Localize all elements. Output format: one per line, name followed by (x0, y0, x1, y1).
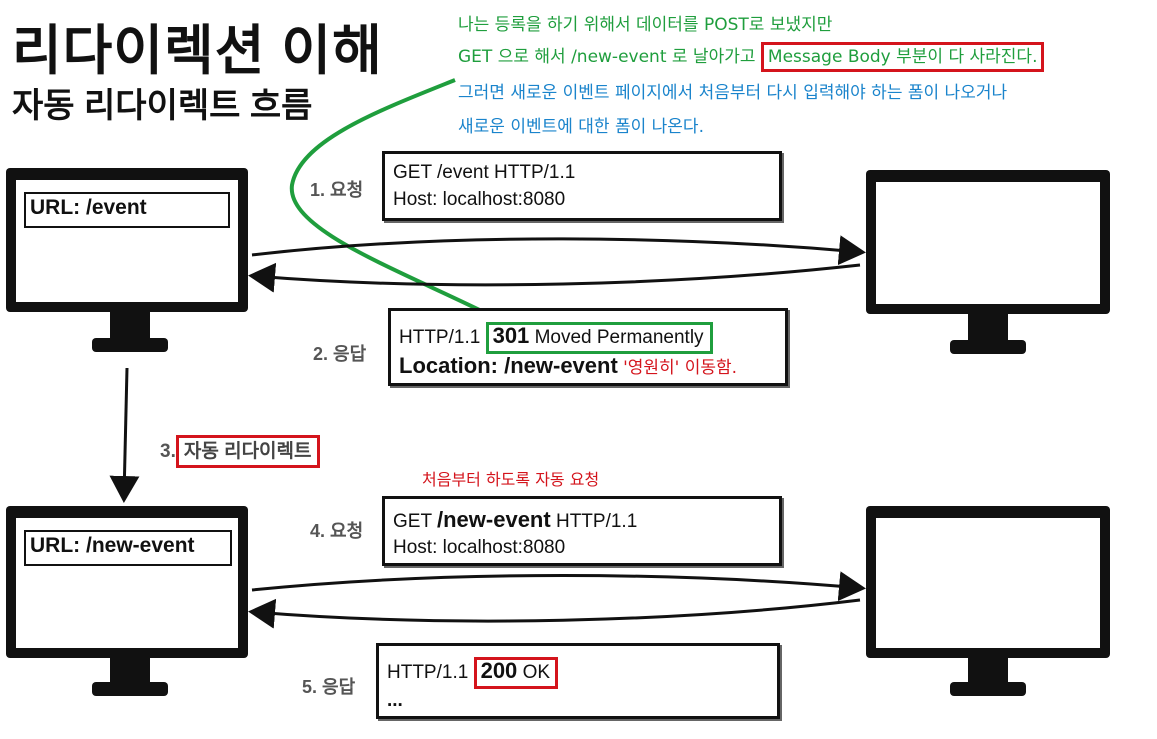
note-line-3: 그러면 새로운 이벤트 페이지에서 처음부터 다시 입력해야 하는 폼이 나오거… (458, 83, 1008, 103)
step-4-host-line: Host: localhost:8080 (393, 537, 566, 558)
status-code-200: 200 (480, 658, 518, 683)
step-3-number: 3. (160, 441, 176, 462)
server-monitor-top (866, 170, 1110, 314)
client-monitor-bottom: URL: /new-event (6, 506, 248, 658)
server-monitor-bottom-screen (876, 518, 1100, 648)
note-message-body-highlight: Message Body 부분이 다 사라진다. (760, 42, 1045, 72)
green-pointer-line (289, 78, 497, 320)
location-annotation: '영원히' 이동함. (623, 358, 738, 378)
step-1-host-line: Host: localhost:8080 (393, 189, 566, 210)
step-5-label: 5. 응답 (302, 677, 356, 697)
step-2-label: 2. 응답 (313, 344, 367, 364)
monitor-stand-bottom-left (92, 656, 168, 696)
step-2-status-highlight: 301 Moved Permanently (485, 322, 713, 354)
step-3-auto-redirect-highlight: 자동 리다이렉트 (175, 435, 320, 468)
client-url-bottom: URL: /new-event (24, 530, 232, 566)
step-4-version: HTTP/1.1 (550, 511, 638, 532)
step-1-label: 1. 요청 (310, 180, 364, 200)
location-header: Location: /new-event (399, 353, 618, 378)
status-code-301: 301 (492, 323, 530, 348)
step-5-body-ellipsis: ... (387, 690, 403, 711)
step-2-status-line: HTTP/1.1 301 Moved Permanently (399, 322, 713, 354)
arrow-request-bottom (251, 571, 866, 602)
step-4-request-line: GET /new-event HTTP/1.1 (393, 507, 637, 533)
client-url-top: URL: /event (24, 192, 230, 228)
server-monitor-bottom (866, 506, 1110, 658)
arrow-request-top (251, 235, 866, 266)
note-line-4: 새로운 이벤트에 대한 폼이 나온다. (458, 117, 704, 137)
server-monitor-top-screen (876, 182, 1100, 304)
page-title: 리다이렉션 이해 (12, 21, 383, 81)
monitor-stand-top-right (950, 312, 1026, 354)
status-text-moved: Moved Permanently (529, 327, 704, 348)
arrow-response-top (248, 262, 861, 293)
arrow-redirect-down (109, 367, 140, 503)
step-2-location-line: Location: /new-event '영원히' 이동함. (399, 353, 737, 379)
status-text-ok: OK (517, 662, 551, 683)
step-1-request-box: GET /event HTTP/1.1 Host: localhost:8080 (382, 151, 782, 221)
step-5-status-highlight: 200 OK (473, 657, 559, 689)
note-line-1: 나는 등록을 하기 위해서 데이터를 POST로 보냈지만 (458, 15, 833, 35)
step-4-method: GET (393, 511, 437, 532)
step-5-response-box: HTTP/1.1 200 OK ... (376, 643, 780, 719)
restart-request-note: 처음부터 하도록 자동 요청 (422, 470, 600, 489)
step-2-http-version: HTTP/1.1 (399, 327, 486, 348)
step-2-response-box: HTTP/1.1 301 Moved Permanently Location:… (388, 308, 788, 386)
step-4-label: 4. 요청 (310, 521, 364, 541)
step-5-http-version: HTTP/1.1 (387, 662, 474, 683)
monitor-stand-top-left (92, 310, 168, 352)
client-monitor-top: URL: /event (6, 168, 248, 312)
arrow-response-bottom (248, 598, 861, 629)
step-5-status-line: HTTP/1.1 200 OK (387, 657, 559, 689)
step-4-request-box: GET /new-event HTTP/1.1 Host: localhost:… (382, 496, 782, 566)
step-4-path: /new-event (437, 507, 551, 532)
step-3-label: 3.자동 리다이렉트 (160, 435, 320, 468)
note-line-2-prefix: GET 으로 해서 /new-event 로 날아가고 (458, 47, 761, 67)
step-1-request-line: GET /event HTTP/1.1 (393, 162, 576, 183)
monitor-stand-bottom-right (950, 656, 1026, 696)
page-subtitle: 자동 리다이렉트 흐름 (12, 87, 313, 125)
note-line-2: GET 으로 해서 /new-event 로 날아가고 Message Body… (458, 42, 1045, 72)
